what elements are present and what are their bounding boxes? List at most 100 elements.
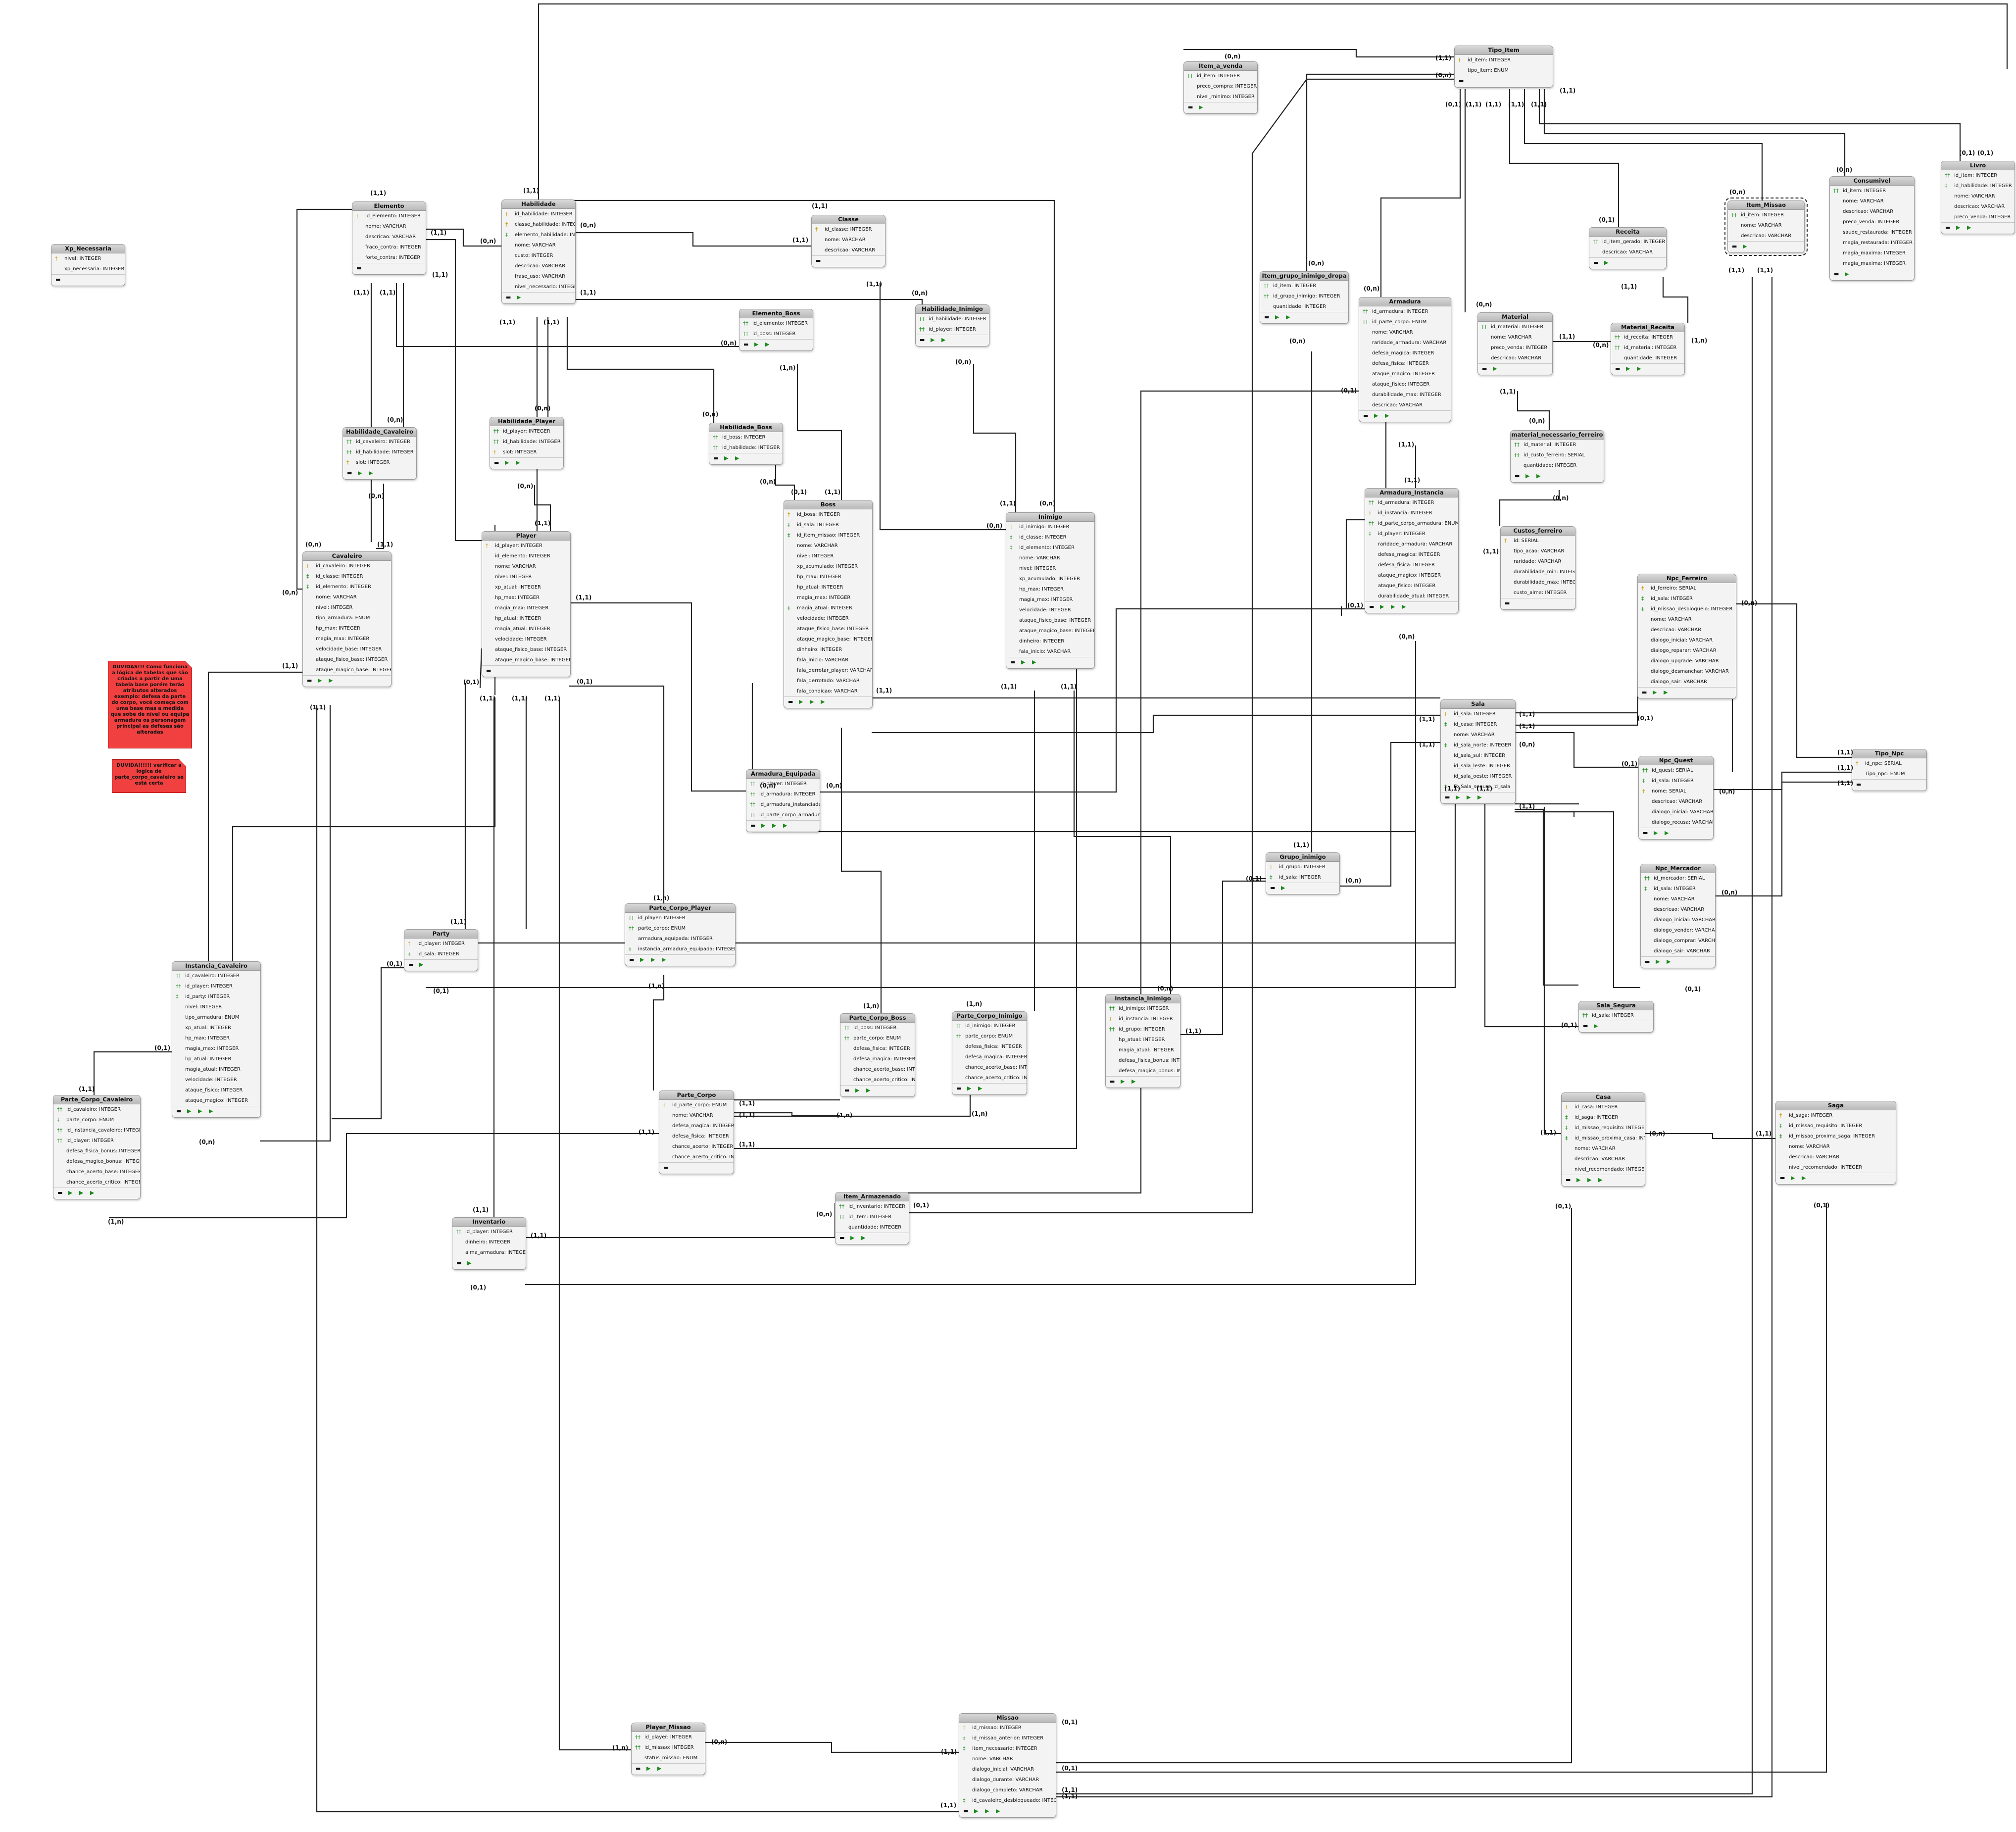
entity-npc_ferreiro[interactable]: Npc_Ferreiro†id_ferreiro: SERIAL‡id_sala… xyxy=(1637,574,1736,699)
entity-attribute: saude_restaurada: INTEGER xyxy=(1830,227,1914,238)
entity-attribute: ataque_fisico_base: INTEGER xyxy=(482,644,570,655)
entity-npc_mercador[interactable]: Npc_Mercador††id_mercador: SERIAL‡id_sal… xyxy=(1640,864,1716,968)
relationship-line xyxy=(1183,49,1454,58)
entity-attribute: magia_max: INTEGER xyxy=(784,593,872,603)
relationship-line xyxy=(425,239,482,542)
attribute-text: id_armadura: INTEGER xyxy=(1372,309,1428,314)
entity-armadura_instancia[interactable]: Armadura_Instancia††id_armadura: INTEGER… xyxy=(1365,488,1459,613)
entity-attribute: velocidade: INTEGER xyxy=(172,1075,260,1085)
cardinality-label: (1,1) xyxy=(1419,716,1435,723)
foreign-index-icon: ▶ xyxy=(974,1808,979,1814)
entity-elemento_boss[interactable]: Elemento_Boss††id_elemento: INTEGER††id_… xyxy=(739,309,813,351)
entity-instancia_inimigo[interactable]: Instancia_Inimigo††id_inimigo: INTEGER†i… xyxy=(1105,994,1180,1088)
primary-foreign-key-icon: †† xyxy=(1369,499,1374,506)
entity-attribute: status_missao: ENUM xyxy=(632,1753,705,1763)
attribute-text: id_player: INTEGER xyxy=(644,1734,692,1740)
attribute-text: ataque_fisico: INTEGER xyxy=(185,1088,243,1093)
entity-attribute: ††id_player: INTEGER xyxy=(746,779,820,789)
entity-sala_segura[interactable]: Sala_Segura††id_sala: INTEGER▬▶ xyxy=(1578,1001,1654,1033)
entity-habilidade_cavaleiro[interactable]: Habilidade_Cavaleiro††id_cavaleiro: INTE… xyxy=(343,427,417,480)
entity-instancia_cavaleiro[interactable]: Instancia_Cavaleiro††id_cavaleiro: INTEG… xyxy=(172,961,261,1118)
attribute-text: id_boss: INTEGER xyxy=(853,1025,897,1031)
attribute-text: durabilidade_max: INTEGER xyxy=(1372,392,1441,397)
attribute-text: magia_atual: INTEGER xyxy=(797,605,852,611)
attribute-text: id_party: INTEGER xyxy=(185,994,230,999)
attribute-text: descricao: VARCHAR xyxy=(1652,799,1703,804)
entity-habilidade[interactable]: Habilidade†id_habilidade: INTEGER†classe… xyxy=(501,199,576,304)
primary-foreign-key-icon: †† xyxy=(57,1138,62,1144)
entity-habilidade_boss[interactable]: Habilidade_Boss††id_boss: INTEGER††id_ha… xyxy=(709,423,783,465)
entity-livro[interactable]: Livro††id_item: INTEGER‡id_habilidade: I… xyxy=(1941,161,2015,234)
entity-item_armazenado[interactable]: Item_Armazenado††id_inventario: INTEGER†… xyxy=(835,1192,909,1244)
foreign-index-icon: ▶ xyxy=(1391,603,1395,610)
entity-armadura_equipada[interactable]: Armadura_Equipada††id_player: INTEGER††i… xyxy=(746,769,820,832)
entity-casa[interactable]: Casa†id_casa: INTEGER‡id_saga: INTEGER‡i… xyxy=(1561,1092,1645,1187)
entity-attribute: dialogo_inicial: VARCHAR xyxy=(1641,915,1715,925)
entity-habilidade_player[interactable]: Habilidade_Player††id_player: INTEGER††i… xyxy=(490,417,564,469)
entity-attribute: magia_maxima: INTEGER xyxy=(1830,258,1914,269)
entity-attribute: ††id_parte_corpo_armadura: INTEGER xyxy=(746,810,820,820)
attribute-text: nivel_recomendado: INTEGER xyxy=(1574,1167,1645,1172)
attribute-text: id_instancia: INTEGER xyxy=(1119,1016,1173,1022)
key-index-icon: ▬ xyxy=(494,459,499,466)
entity-armadura[interactable]: Armadura††id_armadura: INTEGER††id_parte… xyxy=(1359,297,1451,422)
key-index-icon: ▬ xyxy=(1642,689,1647,695)
attribute-text: magia_max: INTEGER xyxy=(185,1046,239,1051)
entity-grupo_inimigo[interactable]: Grupo_inimigo†id_grupo: INTEGER‡id_sala:… xyxy=(1266,852,1340,894)
foreign-index-icon: ▶ xyxy=(358,470,362,476)
attribute-text: magia_max: INTEGER xyxy=(495,605,549,611)
entity-saga[interactable]: Saga†id_saga: INTEGER‡id_missao_requisit… xyxy=(1775,1101,1896,1185)
attribute-text: nome: VARCHAR xyxy=(825,237,866,243)
entity-material_receita[interactable]: Material_Receita††id_receita: INTEGER††i… xyxy=(1611,323,1685,375)
entity-player_missao[interactable]: Player_Missao††id_player: INTEGER††id_mi… xyxy=(631,1723,705,1775)
entity-material_necessario_ferreiro[interactable]: material_necessario_ferreiro††id_materia… xyxy=(1510,430,1604,483)
relationship-line xyxy=(93,1051,172,1095)
entity-title: Parte_Corpo_Inimigo xyxy=(952,1012,1027,1021)
entity-parte_corpo_boss[interactable]: Parte_Corpo_Boss††id_boss: INTEGER††part… xyxy=(840,1013,915,1097)
entity-parte_corpo_cavaleiro[interactable]: Parte_Corpo_Cavaleiro††id_cavaleiro: INT… xyxy=(53,1095,141,1199)
cardinality-label: (0,n) xyxy=(368,493,385,499)
cardinality-label: (1,1) xyxy=(543,319,560,326)
entity-cavaleiro[interactable]: Cavaleiro†id_cavaleiro: INTEGER‡id_class… xyxy=(302,551,392,687)
attribute-text: defesa_magica: INTEGER xyxy=(965,1054,1027,1060)
entity-missao[interactable]: Missao†id_missao: INTEGER‡id_missao_ante… xyxy=(959,1713,1056,1818)
key-index-icon: ▬ xyxy=(1515,473,1520,479)
entity-parte_corpo_inimigo[interactable]: Parte_Corpo_Inimigo††id_inimigo: INTEGER… xyxy=(952,1011,1027,1095)
entity-attribute: nivel: INTEGER xyxy=(1006,563,1094,574)
foreign-index-icon: ▶ xyxy=(1477,794,1482,800)
entity-habilidade_inimigo[interactable]: Habilidade_Inimigo††id_habilidade: INTEG… xyxy=(915,304,989,347)
entity-attribute: quantidade: INTEGER xyxy=(1611,353,1684,363)
entity-index-footer: ▬▶▶ xyxy=(1260,312,1348,323)
primary-foreign-key-icon: †† xyxy=(176,983,181,990)
primary-foreign-key-icon: †† xyxy=(1363,308,1368,315)
entity-attribute: †id_casa: INTEGER xyxy=(1562,1102,1645,1112)
attribute-text: parte_corpo: ENUM xyxy=(66,1117,114,1123)
attribute-text: hp_atual: INTEGER xyxy=(1119,1037,1165,1042)
entity-attribute: dialogo_completo: VARCHAR xyxy=(959,1785,1056,1795)
entity-party[interactable]: Party†id_player: INTEGER‡id_sala: INTEGE… xyxy=(404,929,478,971)
attribute-text: classe_habilidade: INTEGER xyxy=(515,222,575,227)
entity-boss[interactable]: Boss†id_boss: INTEGER‡id_sala: INTEGER‡i… xyxy=(784,500,873,708)
primary-key-icon: † xyxy=(306,563,309,569)
attribute-text: dialogo_comprar: VARCHAR xyxy=(1654,938,1715,943)
entity-parte_corpo_player[interactable]: Parte_Corpo_Player††id_player: INTEGER††… xyxy=(625,903,736,966)
entity-inimigo[interactable]: Inimigo†id_inimigo: INTEGER‡id_classe: I… xyxy=(1006,512,1095,669)
entity-npc_quest[interactable]: Npc_Quest††id_quest: SERIAL‡id_sala: INT… xyxy=(1638,756,1714,840)
entity-item_grupo_inimigo_dropa[interactable]: Item_grupo_inimigo_dropa††id_item: INTEG… xyxy=(1260,271,1349,324)
key-index-icon: ▬ xyxy=(963,1808,969,1814)
